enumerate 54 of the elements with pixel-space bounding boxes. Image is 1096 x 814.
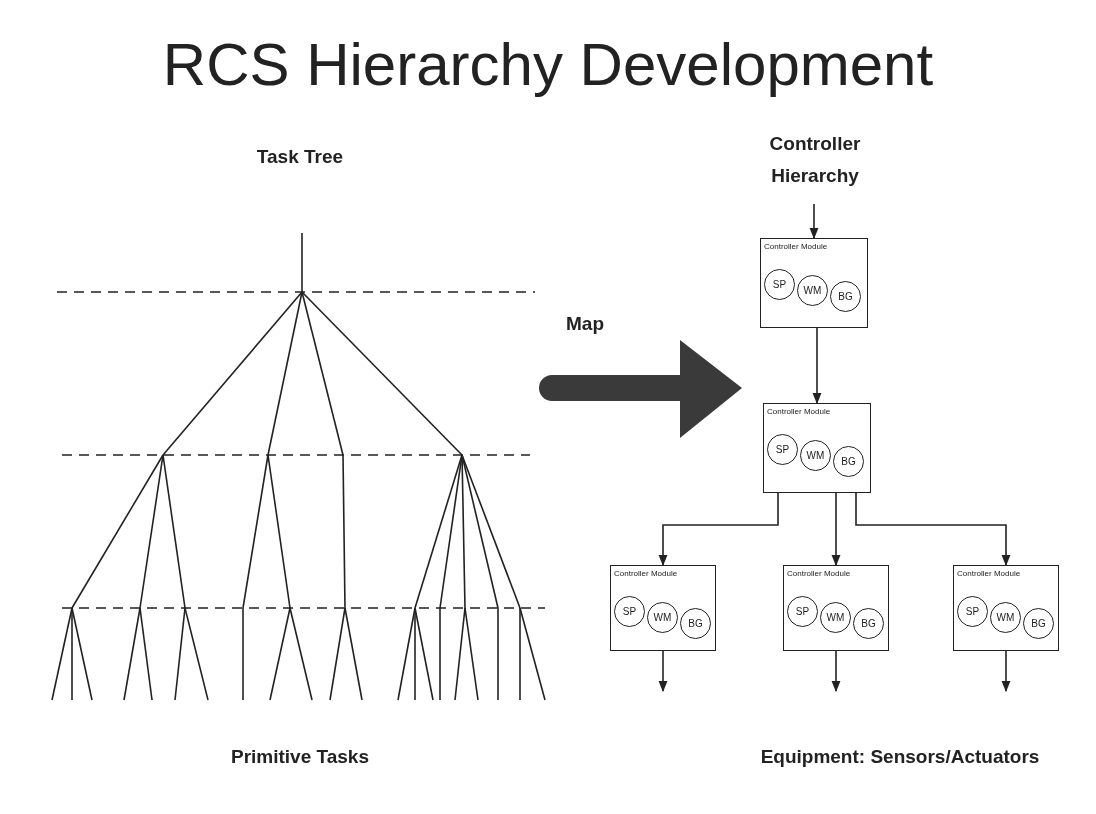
circle-label: BG [861,618,876,629]
function-circle [647,602,678,633]
arrow [1001,650,1011,693]
function-circle [767,434,798,465]
caption: Equipment: Sensors/Actuators [759,746,1041,768]
module-title: Controller Module [787,569,851,578]
controller-module-box [610,565,716,651]
function-circle [957,596,988,627]
function-circle [614,596,645,627]
module-title: Controller Module [767,407,831,416]
function-circle [990,602,1021,633]
circle-label: SP [622,606,637,617]
circle-label: SP [775,444,790,455]
circle-label: SP [772,279,787,290]
module-title: Controller Module [764,242,828,251]
function-circle [764,269,795,300]
module-title: Controller Module [614,569,678,578]
controller-module-box [760,238,868,328]
arrow [831,650,841,693]
circle-label: WM [653,612,672,623]
circle-label: SP [795,606,810,617]
function-circle [800,440,831,471]
arrow [831,492,841,567]
circle-label: BG [688,618,703,629]
controller-module-box [953,565,1059,651]
controller-module-box [783,565,889,651]
function-circle [853,608,884,639]
function-circle [797,275,828,306]
circle-label: WM [826,612,845,623]
function-circle [680,608,711,639]
caption: Primitive Tasks [230,746,370,768]
arrow-label: Map [565,313,605,335]
hierarchy-heading: Controller Hierarchy [768,132,862,188]
arrow [809,203,819,240]
circle-label: WM [803,285,822,296]
circle-label: SP [965,606,980,617]
function-circle [1023,608,1054,639]
arrow [658,650,668,693]
function-circle [830,281,861,312]
circle-label: WM [996,612,1015,623]
circle-label: BG [1031,618,1046,629]
controller-module-box [763,403,871,493]
circle-label: BG [841,456,856,467]
circle-label: BG [838,291,853,302]
function-circle [833,446,864,477]
function-circle [820,602,851,633]
function-circle [787,596,818,627]
title: RCS Hierarchy Development [161,30,935,99]
tree-heading: Task Tree [255,146,345,168]
arrow [812,327,822,405]
module-title: Controller Module [957,569,1021,578]
arrow [658,492,779,567]
arrow [855,492,1011,567]
circle-label: WM [806,450,825,461]
